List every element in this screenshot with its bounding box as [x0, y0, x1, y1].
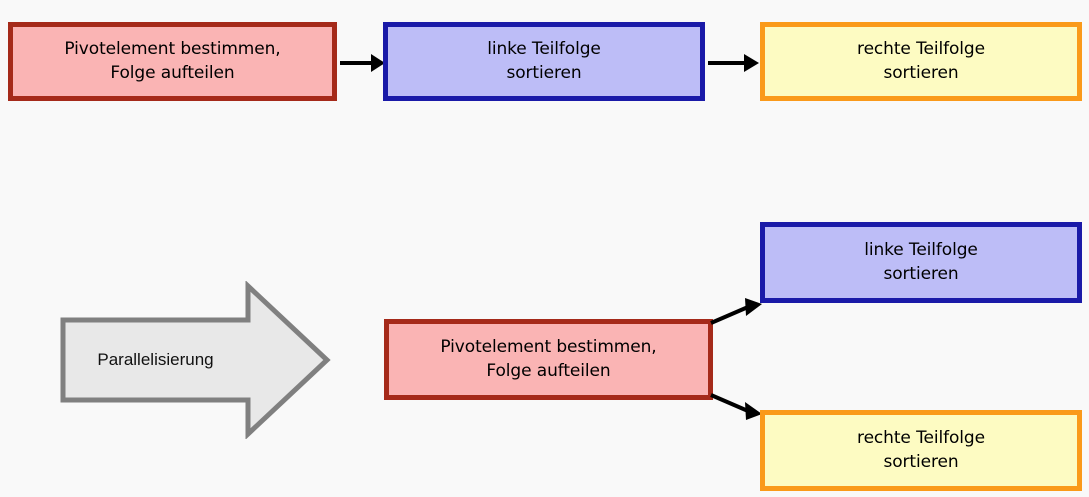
node-label: linke Teilfolge sortieren — [487, 39, 601, 83]
node-label: rechte Teilfolge sortieren — [857, 39, 985, 83]
node-parallel-left-sort[interactable]: linke Teilfolge sortieren — [760, 222, 1082, 303]
arrow-parallel-pivot-to-left-sort — [710, 298, 762, 325]
parallelisierung-block-arrow — [60, 281, 331, 439]
parallelisierung-label-wrap: Parallelisierung — [63, 320, 248, 400]
arrow-parallel-pivot-to-right-sort — [710, 393, 762, 420]
node-sequential-right-sort[interactable]: rechte Teilfolge sortieren — [760, 22, 1082, 101]
arrow-seq-left-to-right — [708, 54, 759, 72]
node-sequential-left-sort[interactable]: linke Teilfolge sortieren — [383, 22, 705, 101]
node-label: Pivotelement bestimmen, Folge aufteilen — [64, 39, 281, 83]
node-label: Pivotelement bestimmen, Folge aufteilen — [440, 337, 657, 381]
node-parallel-pivot[interactable]: Pivotelement bestimmen, Folge aufteilen — [384, 319, 713, 400]
node-sequential-pivot[interactable]: Pivotelement bestimmen, Folge aufteilen — [8, 22, 337, 101]
parallelisierung-label: Parallelisierung — [97, 350, 214, 369]
node-label: linke Teilfolge sortieren — [864, 240, 978, 284]
node-parallel-right-sort[interactable]: rechte Teilfolge sortieren — [760, 410, 1082, 491]
arrow-seq-pivot-to-left — [340, 54, 385, 72]
node-label: rechte Teilfolge sortieren — [857, 428, 985, 472]
